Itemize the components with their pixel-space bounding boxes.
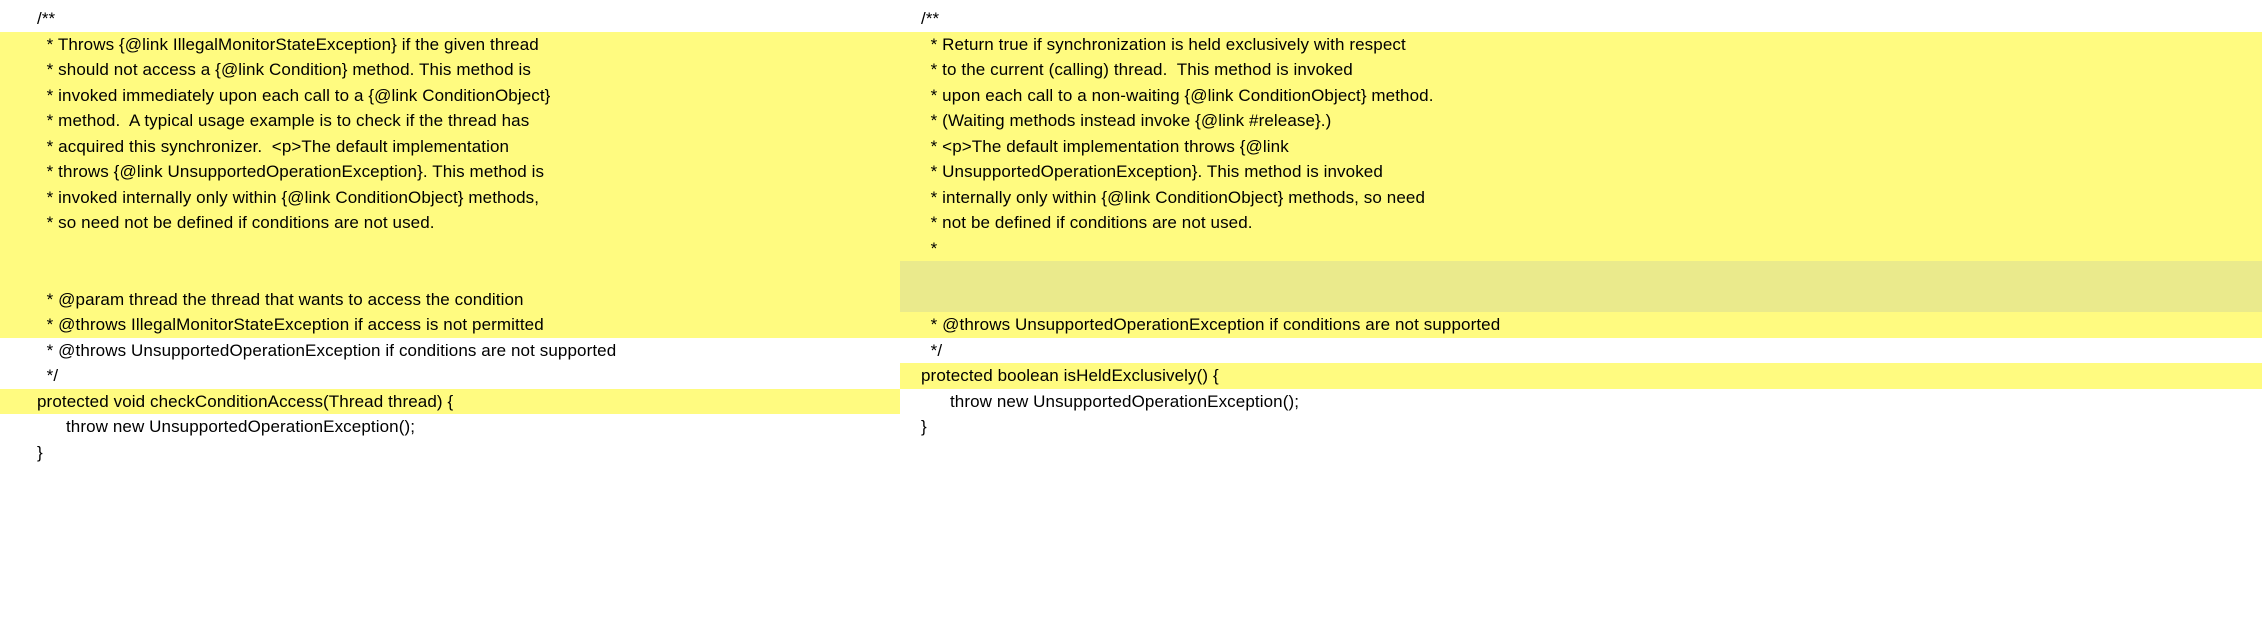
code-line-text: * throws {@link UnsupportedOperationExce…: [37, 162, 545, 181]
code-line[interactable]: /**: [900, 6, 2262, 32]
code-line[interactable]: /**: [0, 6, 900, 32]
code-line[interactable]: */: [900, 338, 2262, 364]
code-line[interactable]: * @throws UnsupportedOperationException …: [0, 338, 900, 364]
code-line[interactable]: * (Waiting methods instead invoke {@link…: [900, 108, 2262, 134]
code-line[interactable]: [900, 286, 2262, 313]
code-line-text: * internally only within {@link Conditio…: [921, 187, 1426, 207]
code-line-text: throw new UnsupportedOperationException(…: [921, 391, 1300, 411]
code-line-text: * <p>The default implementation throws {…: [921, 136, 1289, 156]
code-line-text: /**: [921, 9, 940, 28]
code-line-text: * @param thread the thread that wants to…: [37, 289, 524, 309]
code-line[interactable]: * @throws IllegalMonitorStateException i…: [0, 312, 900, 338]
code-line[interactable]: [0, 235, 900, 262]
code-line[interactable]: * invoked internally only within {@link …: [0, 184, 900, 211]
code-line[interactable]: * throws {@link UnsupportedOperationExce…: [0, 159, 900, 185]
code-line[interactable]: protected boolean isHeldExclusively() {: [900, 363, 2262, 389]
code-line-text: * @throws UnsupportedOperationException …: [37, 340, 617, 360]
code-line[interactable]: */: [0, 363, 900, 389]
code-line[interactable]: * method. A typical usage example is to …: [0, 108, 900, 134]
code-line-text: throw new UnsupportedOperationException(…: [37, 417, 416, 436]
code-line[interactable]: * Throws {@link IllegalMonitorStateExcep…: [0, 31, 900, 58]
code-line[interactable]: * Return true if synchronization is held…: [900, 31, 2262, 58]
code-line-text: * invoked internally only within {@link …: [37, 187, 540, 207]
code-line-text: * upon each call to a non-waiting {@link…: [921, 85, 1434, 105]
code-line-text: * Return true if synchronization is held…: [921, 34, 1406, 54]
code-line-text: * @throws UnsupportedOperationException …: [921, 315, 1501, 334]
code-line-text: * @throws IllegalMonitorStateException i…: [37, 315, 544, 334]
code-line-text: * invoked immediately upon each call to …: [37, 85, 551, 105]
code-line[interactable]: }: [0, 440, 900, 466]
code-line[interactable]: * @param thread the thread that wants to…: [0, 286, 900, 313]
code-line-text: */: [921, 340, 943, 360]
code-line[interactable]: * so need not be defined if conditions a…: [0, 210, 900, 236]
code-line-text: protected void checkConditionAccess(Thre…: [37, 391, 454, 411]
code-line[interactable]: protected void checkConditionAccess(Thre…: [0, 388, 900, 415]
code-line-text: *: [921, 238, 938, 258]
code-line[interactable]: * @throws UnsupportedOperationException …: [900, 312, 2262, 338]
code-line-text: * to the current (calling) thread. This …: [921, 60, 1353, 79]
right-code-pane[interactable]: /** * Return true if synchronization is …: [900, 0, 2262, 630]
code-line[interactable]: * acquired this synchronizer. <p>The def…: [0, 133, 900, 160]
code-line-text: * so need not be defined if conditions a…: [37, 213, 435, 232]
code-line-text: * method. A typical usage example is to …: [37, 111, 530, 130]
right-code-lines: /** * Return true if synchronization is …: [900, 0, 2262, 440]
code-line-text: * Throws {@link IllegalMonitorStateExcep…: [37, 34, 539, 54]
code-line-text: * not be defined if conditions are not u…: [921, 213, 1253, 232]
code-line[interactable]: [0, 261, 900, 287]
code-line[interactable]: * UnsupportedOperationException}. This m…: [900, 159, 2262, 185]
code-line[interactable]: * not be defined if conditions are not u…: [900, 210, 2262, 236]
code-line[interactable]: throw new UnsupportedOperationException(…: [0, 414, 900, 440]
code-line-text: */: [37, 366, 59, 385]
code-line[interactable]: * internally only within {@link Conditio…: [900, 184, 2262, 211]
code-line[interactable]: * upon each call to a non-waiting {@link…: [900, 82, 2262, 109]
code-line[interactable]: * to the current (calling) thread. This …: [900, 57, 2262, 83]
code-line-text: /**: [37, 9, 56, 28]
code-line[interactable]: * <p>The default implementation throws {…: [900, 133, 2262, 160]
code-line-text: * (Waiting methods instead invoke {@link…: [921, 111, 1332, 130]
left-code-pane[interactable]: /** * Throws {@link IllegalMonitorStateE…: [0, 0, 900, 630]
code-line-text: * acquired this synchronizer. <p>The def…: [37, 136, 510, 156]
code-line-text: }: [37, 442, 43, 462]
code-line[interactable]: [900, 261, 2262, 287]
left-code-lines: /** * Throws {@link IllegalMonitorStateE…: [0, 0, 900, 465]
code-line[interactable]: * invoked immediately upon each call to …: [0, 82, 900, 109]
code-line-text: }: [921, 417, 927, 436]
code-line[interactable]: throw new UnsupportedOperationException(…: [900, 389, 2262, 415]
code-line[interactable]: * should not access a {@link Condition} …: [0, 57, 900, 83]
code-line-text: protected boolean isHeldExclusively() {: [921, 366, 1219, 385]
code-line-text: * UnsupportedOperationException}. This m…: [921, 162, 1383, 181]
code-line-text: * should not access a {@link Condition} …: [37, 60, 531, 79]
code-line[interactable]: *: [900, 235, 2262, 262]
code-line[interactable]: }: [900, 414, 2262, 440]
